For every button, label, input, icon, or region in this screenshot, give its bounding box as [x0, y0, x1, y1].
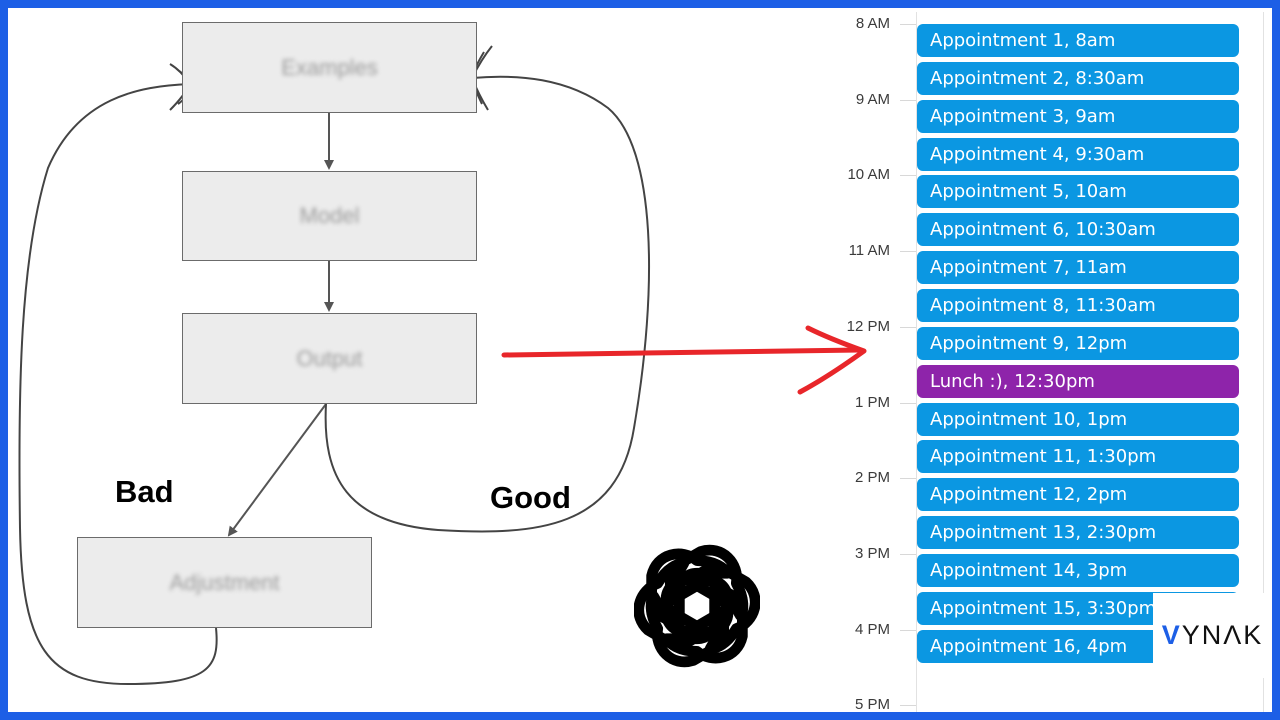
hour-gridline [900, 705, 916, 707]
hour-gridline [900, 251, 916, 253]
time-label: 4 PM [854, 620, 890, 638]
brand-logo-v: V [1161, 620, 1182, 650]
time-label: 12 PM [846, 317, 890, 335]
hour-gridline [900, 175, 916, 177]
adjustment-label: Adjustment [169, 569, 280, 595]
hour-gridline [900, 99, 916, 101]
arrow-output-to-adjustment [227, 403, 327, 537]
time-label: 2 PM [854, 469, 890, 487]
time-label: 5 PM [854, 696, 890, 712]
loop-output-to-examples [324, 75, 650, 533]
calendar-event[interactable]: Appointment 4, 9:30am [917, 137, 1239, 171]
hour-gridline [900, 553, 916, 555]
output-label: Output [296, 345, 363, 371]
calendar-event[interactable]: Appointment 6, 10:30am [917, 213, 1239, 247]
calendar-event[interactable]: Appointment 11, 1:30pm [917, 440, 1239, 474]
hour-gridline [900, 402, 916, 404]
calendar-event-lunch[interactable]: Lunch :), 12:30pm [917, 364, 1239, 398]
time-label: 3 PM [854, 544, 890, 562]
time-label: 8 AM [855, 15, 890, 32]
hour-gridline [900, 24, 916, 25]
time-label: 11 AM [848, 242, 890, 260]
calendar-event[interactable]: Appointment 1, 8am [917, 24, 1239, 57]
thumbnail-canvas: Examples Model Output Adjustment Bad Goo… [8, 8, 1272, 712]
time-label: 9 AM [855, 90, 890, 108]
time-label: 1 PM [854, 393, 890, 411]
calendar-event[interactable]: Appointment 9, 12pm [917, 326, 1239, 360]
adjustment-box: Adjustment [77, 537, 372, 628]
calendar-divider [916, 12, 917, 712]
examples-label: Examples [281, 54, 378, 80]
brand-logo-rest: YNΛK [1181, 620, 1264, 650]
model-box: Model [182, 171, 477, 261]
model-label: Model [299, 203, 360, 228]
hour-gridline [900, 478, 916, 480]
calendar-right-border [1263, 12, 1264, 712]
openai-logo-icon [634, 543, 760, 669]
calendar-event[interactable]: Appointment 5, 10am [917, 175, 1239, 209]
calendar-event[interactable]: Appointment 13, 2:30pm [917, 516, 1239, 550]
bad-label: Bad [115, 474, 174, 509]
brand-logo-text: VYNΛK [1162, 620, 1264, 651]
red-arrowhead [797, 325, 867, 395]
output-box: Output [182, 313, 477, 404]
calendar-event[interactable]: Appointment 10, 1pm [917, 402, 1239, 436]
examples-box: Examples [182, 22, 477, 113]
calendar-event[interactable]: Appointment 14, 3pm [917, 553, 1239, 587]
calendar-event[interactable]: Appointment 3, 9am [917, 99, 1239, 133]
good-label: Good [490, 480, 571, 515]
loop-adjustment-to-examples [18, 83, 218, 686]
red-arrow [501, 347, 863, 358]
calendar-event[interactable]: Appointment 7, 11am [917, 251, 1239, 285]
brand-logo: VYNΛK [1153, 593, 1272, 678]
calendar-event[interactable]: Appointment 12, 2pm [917, 478, 1239, 512]
calendar-event[interactable]: Appointment 2, 8:30am [917, 61, 1239, 95]
hour-gridline [900, 326, 916, 328]
hour-gridline [900, 629, 916, 631]
calendar-event[interactable]: Appointment 8, 11:30am [917, 288, 1239, 322]
time-label: 10 AM [847, 166, 890, 184]
